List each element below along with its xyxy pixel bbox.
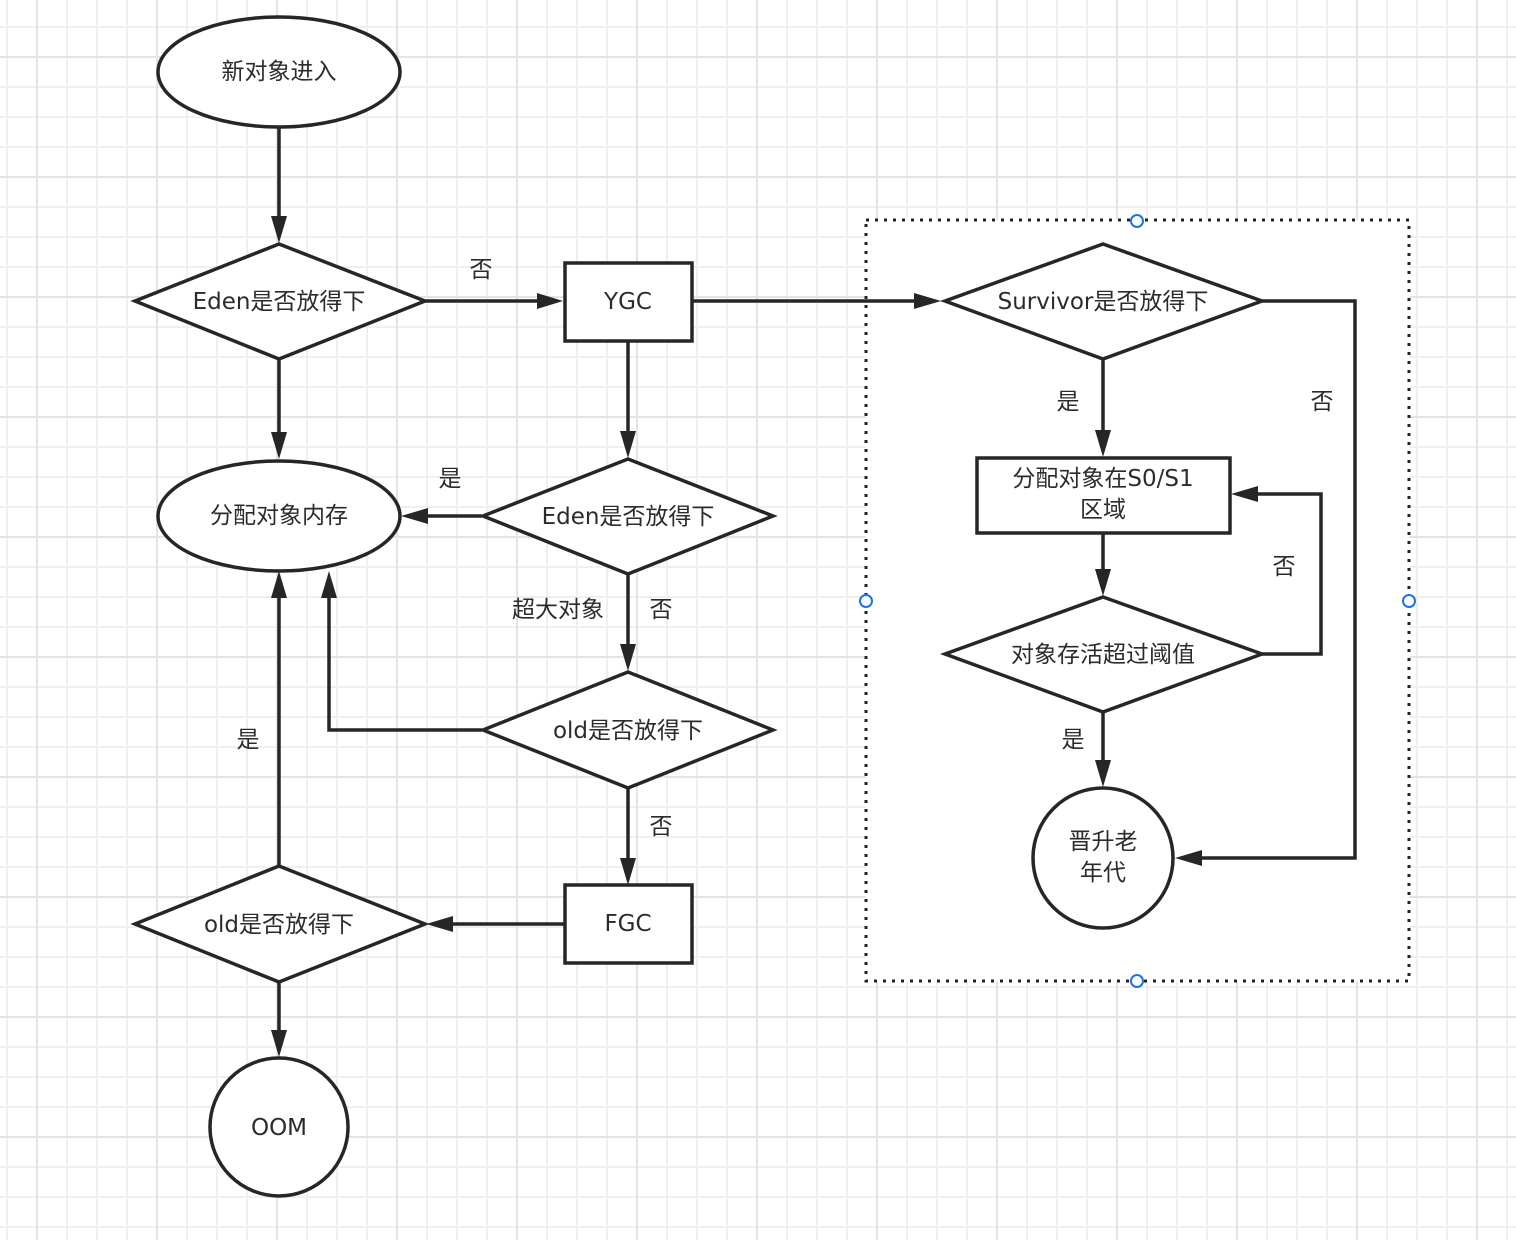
terminator-shape[interactable] xyxy=(156,15,402,129)
node-label: YGC xyxy=(603,289,652,315)
edge-label-big-object: 超大对象 xyxy=(512,597,604,623)
node-label-line2: 区域 xyxy=(1080,497,1126,523)
node-label: old是否放得下 xyxy=(553,718,703,744)
resize-handle-bottom[interactable] xyxy=(1130,974,1144,988)
edge-label-no: 否 xyxy=(1311,389,1334,415)
arrowhead xyxy=(1095,569,1111,596)
terminator-shape[interactable] xyxy=(156,459,402,573)
node-oom[interactable]: OOM xyxy=(208,1056,350,1198)
process-shape[interactable] xyxy=(563,261,694,343)
node-age-check[interactable]: 对象存活超过阈值 xyxy=(939,595,1268,714)
arrowhead xyxy=(914,293,941,309)
node-label: OOM xyxy=(251,1115,307,1141)
node-label-line2: 年代 xyxy=(1080,860,1126,886)
node-ygc[interactable]: YGC xyxy=(563,261,694,343)
edge-old-check-to-alloc[interactable] xyxy=(327,596,482,732)
decision-shape[interactable] xyxy=(939,595,1268,714)
node-old-check-2[interactable]: old是否放得下 xyxy=(130,864,430,984)
decision-shape[interactable] xyxy=(478,670,778,790)
node-label: Eden是否放得下 xyxy=(542,504,715,530)
arrowhead xyxy=(271,216,287,243)
node-label: Survivor是否放得下 xyxy=(998,289,1209,315)
arrowhead xyxy=(401,508,428,524)
edge-label-no: 否 xyxy=(650,597,673,623)
edge-label-no: 否 xyxy=(470,257,493,283)
process-shape[interactable] xyxy=(975,456,1232,535)
resize-handle-top[interactable] xyxy=(1130,214,1144,228)
arrowhead xyxy=(1175,850,1202,866)
arrowhead xyxy=(1095,430,1111,457)
edge-label-yes: 是 xyxy=(1062,727,1085,753)
node-label: 对象存活超过阈值 xyxy=(1011,642,1195,668)
node-label: FGC xyxy=(604,911,651,937)
node-old-check-1[interactable]: old是否放得下 xyxy=(478,670,778,790)
arrowhead xyxy=(271,1030,287,1057)
selection-handles xyxy=(859,214,1416,988)
process-shape[interactable] xyxy=(563,883,694,965)
arrowhead xyxy=(620,431,636,458)
node-fgc[interactable]: FGC xyxy=(563,883,694,965)
arrowhead xyxy=(1095,760,1111,787)
edge-age-check-to-alloc-survivor[interactable] xyxy=(1255,492,1323,656)
arrowhead xyxy=(537,293,563,309)
arrowhead xyxy=(321,571,337,598)
circle-shape[interactable] xyxy=(208,1056,350,1198)
edge-labels: 否 是 超大对象 否 否 是 是 否 否 是 xyxy=(237,257,1334,840)
node-label-line1: 分配对象在S0/S1 xyxy=(1012,466,1193,492)
node-label: Eden是否放得下 xyxy=(193,289,366,315)
edge-label-yes: 是 xyxy=(439,466,462,492)
node-eden-check-1[interactable]: Eden是否放得下 xyxy=(130,242,430,361)
node-start[interactable]: 新对象进入 xyxy=(156,15,402,129)
arrowhead xyxy=(271,571,287,598)
edge-label-no: 否 xyxy=(650,814,673,840)
node-label: 分配对象内存 xyxy=(210,503,348,529)
decision-shape[interactable] xyxy=(939,242,1268,361)
arrowhead xyxy=(426,916,453,932)
decision-shape[interactable] xyxy=(130,864,430,984)
edge-survivor-to-promote[interactable] xyxy=(1200,299,1357,860)
resize-handle-left[interactable] xyxy=(859,594,873,608)
circle-shape[interactable] xyxy=(1031,786,1175,930)
resize-handle-right[interactable] xyxy=(1402,594,1416,608)
decision-shape[interactable] xyxy=(478,457,778,576)
arrowhead xyxy=(271,432,287,459)
edges xyxy=(271,127,1357,1057)
edge-label-yes: 是 xyxy=(237,727,260,753)
arrowhead xyxy=(620,858,636,885)
node-survivor-check[interactable]: Survivor是否放得下 xyxy=(939,242,1268,361)
node-label: old是否放得下 xyxy=(204,912,354,938)
decision-shape[interactable] xyxy=(130,242,430,361)
node-promote-old[interactable]: 晋升老 年代 xyxy=(1031,786,1175,930)
edge-label-yes: 是 xyxy=(1057,389,1080,415)
node-label: 新对象进入 xyxy=(222,59,337,85)
arrowhead xyxy=(620,644,636,671)
node-alloc-survivor[interactable]: 分配对象在S0/S1 区域 xyxy=(975,456,1232,535)
arrowhead xyxy=(1231,486,1258,502)
node-eden-check-2[interactable]: Eden是否放得下 xyxy=(478,457,778,576)
edge-label-no: 否 xyxy=(1273,554,1296,580)
node-label-line1: 晋升老 xyxy=(1069,829,1138,855)
node-alloc-memory[interactable]: 分配对象内存 xyxy=(156,459,402,573)
